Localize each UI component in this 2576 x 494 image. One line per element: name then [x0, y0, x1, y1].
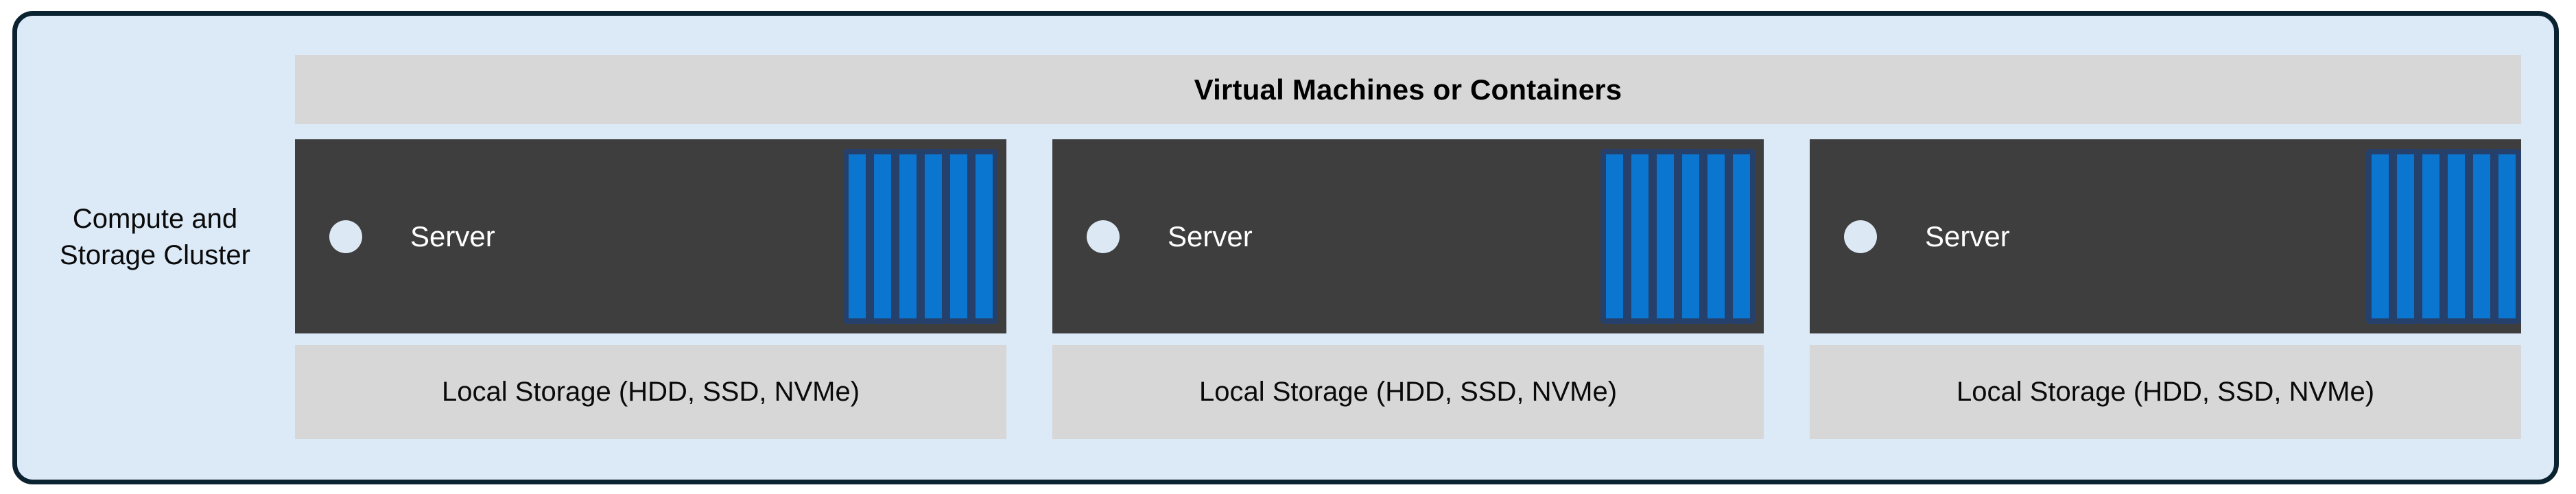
disk-icon — [843, 149, 871, 324]
disk-bay — [843, 149, 998, 324]
virtual-machines-band: Virtual Machines or Containers — [295, 55, 2521, 124]
disk-icon — [1651, 149, 1679, 324]
status-led-icon — [1087, 220, 1120, 253]
node-column: Server Local Storage (HDD, SSD, NVMe) — [1052, 139, 1764, 439]
server-label: Server — [410, 220, 495, 252]
disk-icon — [1626, 149, 1654, 324]
local-storage-label: Local Storage (HDD, SSD, NVMe) — [1198, 377, 1618, 407]
disk-icon — [1702, 149, 1730, 324]
node-columns: Server Local Storage (HDD, SSD, NVMe) — [295, 139, 2521, 439]
status-led-icon — [329, 220, 362, 253]
disk-icon — [2493, 149, 2521, 324]
disk-icon — [894, 149, 922, 324]
node-column: Server Local Storage (HDD, SSD, NVMe) — [295, 139, 1006, 439]
disk-icon — [970, 149, 998, 324]
disk-icon — [1727, 149, 1756, 324]
local-storage-label: Local Storage (HDD, SSD, NVMe) — [1956, 377, 2375, 407]
server-box: Server — [1810, 139, 2521, 333]
server-label: Server — [1168, 220, 1253, 252]
disk-bay — [2366, 149, 2521, 324]
disk-bay — [1600, 149, 1756, 324]
cluster-caption: Compute and Storage Cluster — [60, 204, 250, 270]
local-storage-band: Local Storage (HDD, SSD, NVMe) — [1810, 345, 2521, 439]
disk-icon — [868, 149, 897, 324]
disk-icon — [1677, 149, 1705, 324]
disk-icon — [1600, 149, 1629, 324]
disk-icon — [2391, 149, 2420, 324]
server-box: Server — [295, 139, 1006, 333]
server-label: Server — [1925, 220, 2010, 252]
disk-icon — [2417, 149, 2445, 324]
status-led-icon — [1844, 220, 1877, 253]
local-storage-band: Local Storage (HDD, SSD, NVMe) — [295, 345, 1006, 439]
local-storage-band: Local Storage (HDD, SSD, NVMe) — [1052, 345, 1764, 439]
node-column: Server Local Storage (HDD, SSD, NVMe) — [1810, 139, 2521, 439]
disk-icon — [2442, 149, 2470, 324]
disk-icon — [919, 149, 947, 324]
server-box: Server — [1052, 139, 1764, 333]
virtual-machines-band-label: Virtual Machines or Containers — [1194, 73, 1622, 106]
local-storage-label: Local Storage (HDD, SSD, NVMe) — [441, 377, 860, 407]
disk-icon — [2468, 149, 2496, 324]
compute-storage-cluster-frame: Compute and Storage Cluster Virtual Mach… — [12, 11, 2559, 484]
disk-icon — [2366, 149, 2394, 324]
disk-icon — [945, 149, 973, 324]
